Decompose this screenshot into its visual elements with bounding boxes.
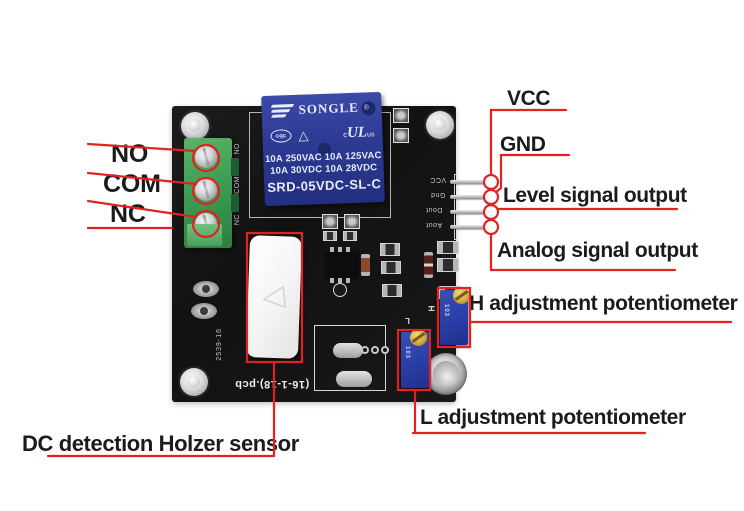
standoff-screw-top-left [181,112,209,140]
terminal-tab [231,158,239,176]
terminal-screw-no [195,146,217,168]
relay-brand-text: SONGLE [298,99,360,117]
smd-component [382,284,402,297]
terminal-screw-nc [195,213,217,235]
silk-h-mark: H [426,305,436,312]
sensor-triangle-mark: ◁ [260,278,288,315]
wire-pad [191,303,217,319]
silk-outline-rect [314,325,386,391]
wire-pad [193,281,219,297]
label-vcc: VCC [507,87,551,110]
terminal-silk-nc: NC [234,214,241,226]
header-pin-gnd[interactable] [450,195,487,199]
pot-code-label: 103 [404,346,410,360]
relay-pin-pad [344,214,360,229]
label-h-adjustment-potentiometer: H adjustment potentiometer [469,292,738,315]
oval-slot-pad [336,371,372,387]
relay-model: SRD-05VDC-SL-C [267,175,382,195]
header-pin-aout[interactable] [450,225,487,229]
smd-resistor [361,254,370,276]
label-dc-detection-holzer-sensor: DC detection Holzer sensor [22,431,299,456]
smd-component [437,258,459,272]
smd-component [437,241,459,254]
label-level-signal-output: Level signal output [503,184,687,207]
relay-brand-row: SONGLE ® [270,99,370,118]
standoff-screw-bottom-left [180,368,208,396]
solder-pad [393,128,409,143]
oval-slot-pad [333,343,363,358]
label-l-adjustment-potentiometer: L adjustment potentiometer [420,406,686,429]
h-pot-screw[interactable] [453,287,470,304]
header-silk-bracket [454,174,457,240]
pin-silk-gnd: Gnd [430,191,446,198]
via-ring [361,346,369,354]
label-analog-signal-output: Analog signal output [497,239,698,262]
smd-component [343,231,357,241]
header-pin-vcc[interactable] [450,180,487,184]
screw-terminal-block [184,138,239,248]
standoff-screw-top-right [426,111,454,139]
cqc-logo-icon: cqc [270,129,292,143]
pot-code-label: 103 [443,304,449,318]
label-no: NO [111,140,149,168]
smd-diode [424,252,433,278]
triangle-cert-icon: △ [298,127,309,143]
terminal-silk-no: NO [234,143,241,155]
label-com: COM [103,170,161,198]
pin-silk-vcc: VCC [429,176,447,183]
header-pin-dout[interactable] [450,210,487,214]
terminal-screw-com [195,179,217,201]
label-nc: NC [110,200,146,228]
hall-sensor-body: ◁ [245,235,303,359]
songle-logo-icon [270,103,295,118]
via-ring [381,346,389,354]
smd-component [380,243,400,256]
label-gnd: GND [500,133,546,156]
l-pot-screw[interactable] [410,329,427,346]
pin-silk-aout: Aout [425,221,443,228]
smd-component [323,231,337,241]
registered-mark: ® [363,103,370,112]
terminal-silk-com: COM [234,176,241,194]
via-ring [371,346,379,354]
silk-l-mark: L [405,316,410,325]
terminal-tab [231,194,239,212]
relay-pin-pad [322,214,338,229]
smd-component [381,261,401,274]
board-pcb-name: (16-1-18).pcb [234,378,310,390]
soic8-ic [326,247,358,283]
solder-pad [393,108,409,123]
mounting-screw-bottom-right [425,353,467,395]
silk-circle-pad [333,283,347,297]
board-serial: 2539-16 [216,328,223,361]
pin-silk-dout: Dout [425,206,443,213]
